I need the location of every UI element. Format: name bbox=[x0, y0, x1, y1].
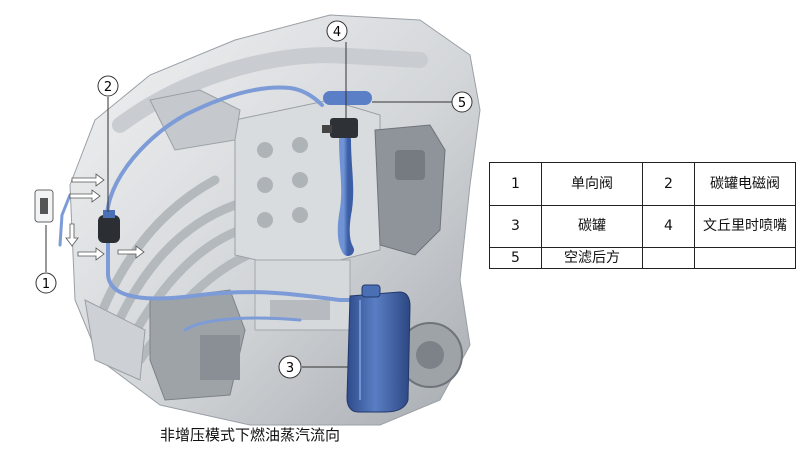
callout-2: 2 bbox=[98, 76, 118, 96]
legend-name: 空滤后方 bbox=[542, 248, 643, 269]
callout-5: 5 bbox=[452, 92, 472, 112]
pipe-left-branch bbox=[60, 195, 70, 245]
check-valve bbox=[35, 190, 53, 222]
legend-num: 2 bbox=[643, 163, 695, 206]
callout-4-label: 4 bbox=[333, 25, 341, 40]
callout-1-label: 1 bbox=[42, 277, 50, 292]
callout-5-label: 5 bbox=[458, 96, 466, 111]
charcoal-canister bbox=[347, 285, 410, 412]
legend-num: 4 bbox=[643, 206, 695, 248]
diagram-caption: 非增压模式下燃油蒸汽流向 bbox=[160, 424, 340, 445]
venturi-hose bbox=[344, 140, 348, 250]
legend-num bbox=[643, 248, 695, 269]
callout-3: 3 bbox=[279, 356, 301, 378]
legend-num: 5 bbox=[490, 248, 542, 269]
engine-block bbox=[70, 15, 480, 425]
callout-2-label: 2 bbox=[104, 80, 112, 95]
legend-num: 3 bbox=[490, 206, 542, 248]
callout-3-label: 3 bbox=[286, 361, 294, 376]
legend-name: 碳罐电磁阀 bbox=[695, 163, 796, 206]
callout-4: 4 bbox=[327, 21, 347, 41]
legend-table: 1 单向阀 2 碳罐电磁阀 3 碳罐 4 文丘里时喷嘴 5 空滤后方 bbox=[489, 162, 796, 269]
legend-name: 碳罐 bbox=[542, 206, 643, 248]
legend-row: 1 单向阀 2 碳罐电磁阀 bbox=[490, 163, 796, 206]
legend-name: 文丘里时喷嘴 bbox=[695, 206, 796, 248]
callout-1: 1 bbox=[36, 273, 56, 293]
legend-name bbox=[695, 248, 796, 269]
legend-num: 1 bbox=[490, 163, 542, 206]
legend-row: 3 碳罐 4 文丘里时喷嘴 bbox=[490, 206, 796, 248]
legend-row: 5 空滤后方 bbox=[490, 248, 796, 269]
legend-name: 单向阀 bbox=[542, 163, 643, 206]
